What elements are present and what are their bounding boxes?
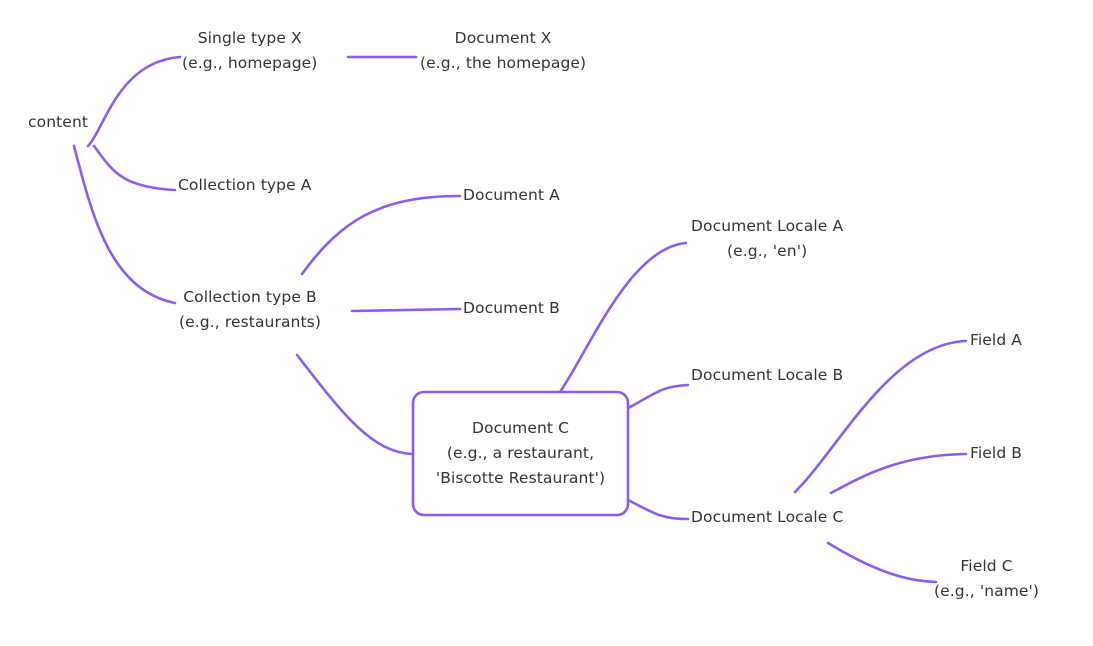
node-label-primary: Document Locale A <box>691 217 844 235</box>
node-label-primary: Collection type B <box>183 288 317 306</box>
node-content: content <box>28 110 88 135</box>
node-document-locale-b: Document Locale B <box>691 363 843 388</box>
node-document-b: Document B <box>463 296 560 321</box>
node-label-sub: (e.g., restaurants) <box>179 313 321 331</box>
node-label-sub: (e.g., the homepage) <box>420 54 587 72</box>
node-single-type-x: Single type X (e.g., homepage) <box>182 26 317 76</box>
node-label-primary: Document Locale C <box>691 508 844 526</box>
edge-content-to-single-type-x <box>86 55 182 148</box>
node-document-locale-c: Document Locale C <box>691 505 843 530</box>
edge-document-locale-c-to-field-a <box>793 339 968 494</box>
edge-collection-type-a-to-document-a <box>300 194 462 276</box>
node-label-primary: Single type X <box>197 29 302 47</box>
node-label-primary: Document C <box>471 419 570 437</box>
edge-document-c-to-document-locale-c <box>626 498 690 521</box>
node-label-primary: Document A <box>463 186 560 204</box>
node-label-primary: Field A <box>970 331 1023 349</box>
edge-document-c-to-document-locale-b <box>626 383 690 410</box>
node-label-sub: (e.g., 'name') <box>934 582 1040 600</box>
node-label-sub: (e.g., 'en') <box>726 242 808 260</box>
node-field-b: Field B <box>970 441 1022 466</box>
node-document-c[interactable]: Document C (e.g., a restaurant, 'Biscotte … <box>413 392 628 515</box>
node-label-primary: content <box>28 113 89 131</box>
node-label-primary: Document X <box>454 29 552 47</box>
node-field-c: Field C (e.g., 'name') <box>934 554 1039 604</box>
node-field-a: Field A <box>970 328 1022 353</box>
edge-document-locale-c-to-field-b <box>829 452 968 495</box>
node-label-primary: Field B <box>970 444 1023 462</box>
node-document-a: Document A <box>463 183 560 208</box>
edge-content-to-collection-type-a <box>92 144 177 192</box>
edges-group <box>72 55 968 584</box>
node-label-sub: (e.g., a restaurant, <box>446 444 595 462</box>
node-label-primary: Document B <box>463 299 560 317</box>
node-document-locale-a: Document Locale A (e.g., 'en') <box>691 214 843 264</box>
node-boxes-group <box>411 390 630 517</box>
edge-document-locale-c-to-field-c <box>826 541 938 584</box>
node-label-sub2: 'Biscotte Restaurant') <box>435 469 606 487</box>
node-collection-type-b: Collection type B (e.g., restaurants) <box>179 285 321 335</box>
edge-collection-type-b-to-document-c <box>295 353 414 456</box>
edge-content-to-collection-type-b <box>72 144 177 305</box>
edge-collection-type-b-to-document-b <box>350 307 462 313</box>
node-box-document-c[interactable] <box>411 390 630 517</box>
node-collection-type-a: Collection type A <box>178 173 311 198</box>
edge-document-c-to-document-locale-a <box>558 241 688 394</box>
node-label-primary: Document Locale B <box>691 366 844 384</box>
node-label-sub: (e.g., homepage) <box>182 54 318 72</box>
node-label-primary: Field C <box>960 557 1013 575</box>
node-document-x: Document X (e.g., the homepage) <box>420 26 586 76</box>
node-label-primary: Collection type A <box>178 176 312 194</box>
